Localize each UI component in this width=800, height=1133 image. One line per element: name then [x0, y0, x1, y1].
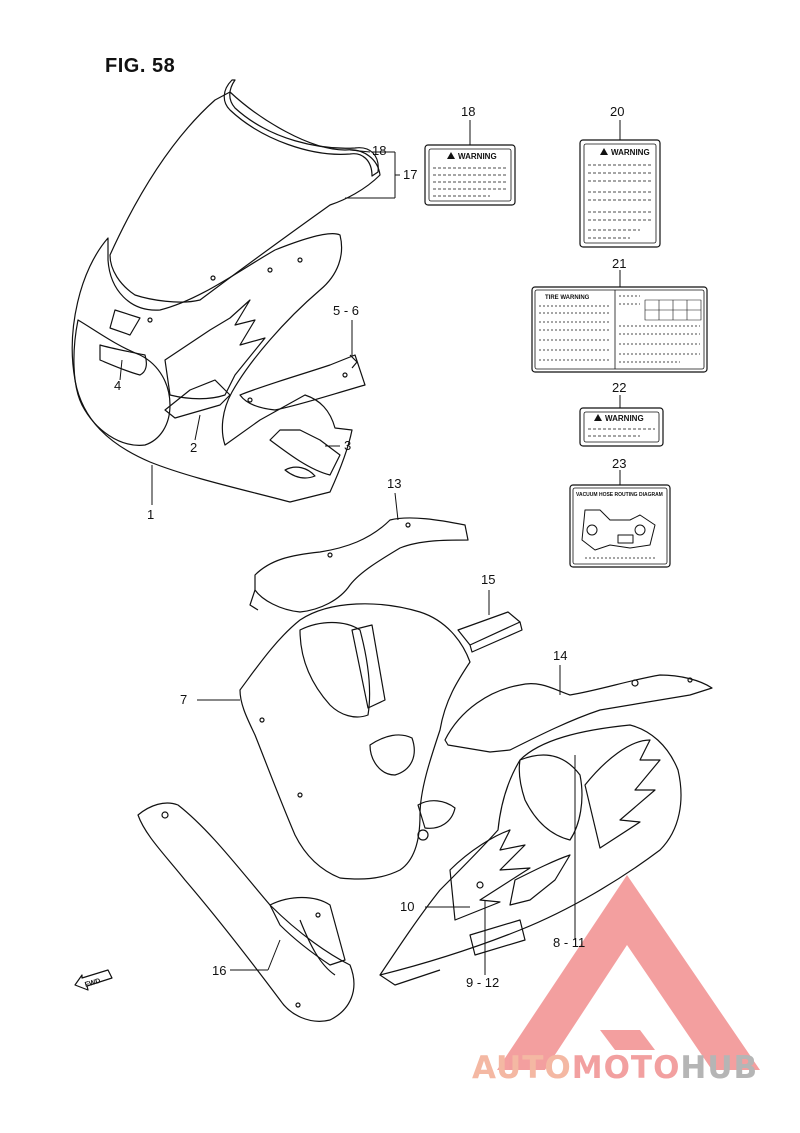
inner-panel-13 — [249, 517, 469, 613]
warning-label-20: WARNING — [579, 139, 661, 248]
callout-23: 23 — [612, 456, 627, 471]
watermark-logo — [497, 875, 760, 1070]
callout-13: 13 — [387, 476, 402, 491]
under-cowl — [379, 724, 682, 986]
callout-15: 15 — [481, 572, 496, 587]
watermark-text: AUTOMOTOHUB — [472, 1050, 758, 1086]
callout-21: 21 — [612, 256, 627, 271]
cover-15 — [457, 611, 523, 653]
callout-4: 4 — [114, 378, 122, 393]
callout-18: 18 — [372, 143, 387, 158]
watermark-part-moto: MOTO — [571, 1050, 681, 1086]
callout-5-6: 5 - 6 — [333, 303, 360, 318]
tire-label-header: TIRE WARNING — [545, 295, 590, 301]
under-panel-14 — [444, 674, 713, 753]
callout-3: 3 — [344, 438, 352, 453]
warning-text-20: WARNING — [611, 148, 650, 157]
figure-title: FIG. 58 — [105, 55, 176, 77]
upper-cowl — [71, 233, 353, 503]
callout-10: 10 — [400, 899, 415, 914]
warning-label-22: WARNING — [579, 407, 664, 447]
callout-20: 20 — [610, 104, 625, 119]
callout-8-11: 8 - 11 — [553, 935, 586, 950]
watermark-part-auto: AUTO — [472, 1050, 572, 1086]
callout-2: 2 — [190, 440, 198, 455]
fwd-label: FWD — [84, 978, 101, 989]
tire-label-21: TIRE WARNING — [531, 286, 708, 373]
side-cowl — [137, 802, 355, 1022]
windscreen — [109, 79, 381, 303]
warning-text-19: WARNING — [458, 152, 497, 161]
side-panel — [239, 354, 366, 411]
vacuum-hose-header: VACUUM HOSE ROUTING DIAGRAM — [576, 492, 663, 498]
callout-17: 17 — [403, 167, 418, 182]
callout-7: 7 — [180, 692, 188, 707]
callout-16: 16 — [212, 963, 227, 978]
callout-22: 22 — [612, 380, 627, 395]
callout-19: 18 — [461, 104, 476, 119]
warning-label-19: WARNING — [424, 144, 516, 206]
warning-text-22: WARNING — [605, 414, 644, 423]
callout-9-12: 9 - 12 — [466, 975, 500, 990]
leader-lines — [119, 120, 621, 975]
watermark-part-hub: HUB — [680, 1050, 759, 1086]
vacuum-hose-label-23: VACUUM HOSE ROUTING DIAGRAM — [569, 484, 671, 568]
callout-14: 14 — [553, 648, 568, 663]
fwd-arrow: FWD — [74, 969, 113, 991]
lower-cowl — [239, 603, 471, 880]
callout-1: 1 — [147, 507, 155, 522]
